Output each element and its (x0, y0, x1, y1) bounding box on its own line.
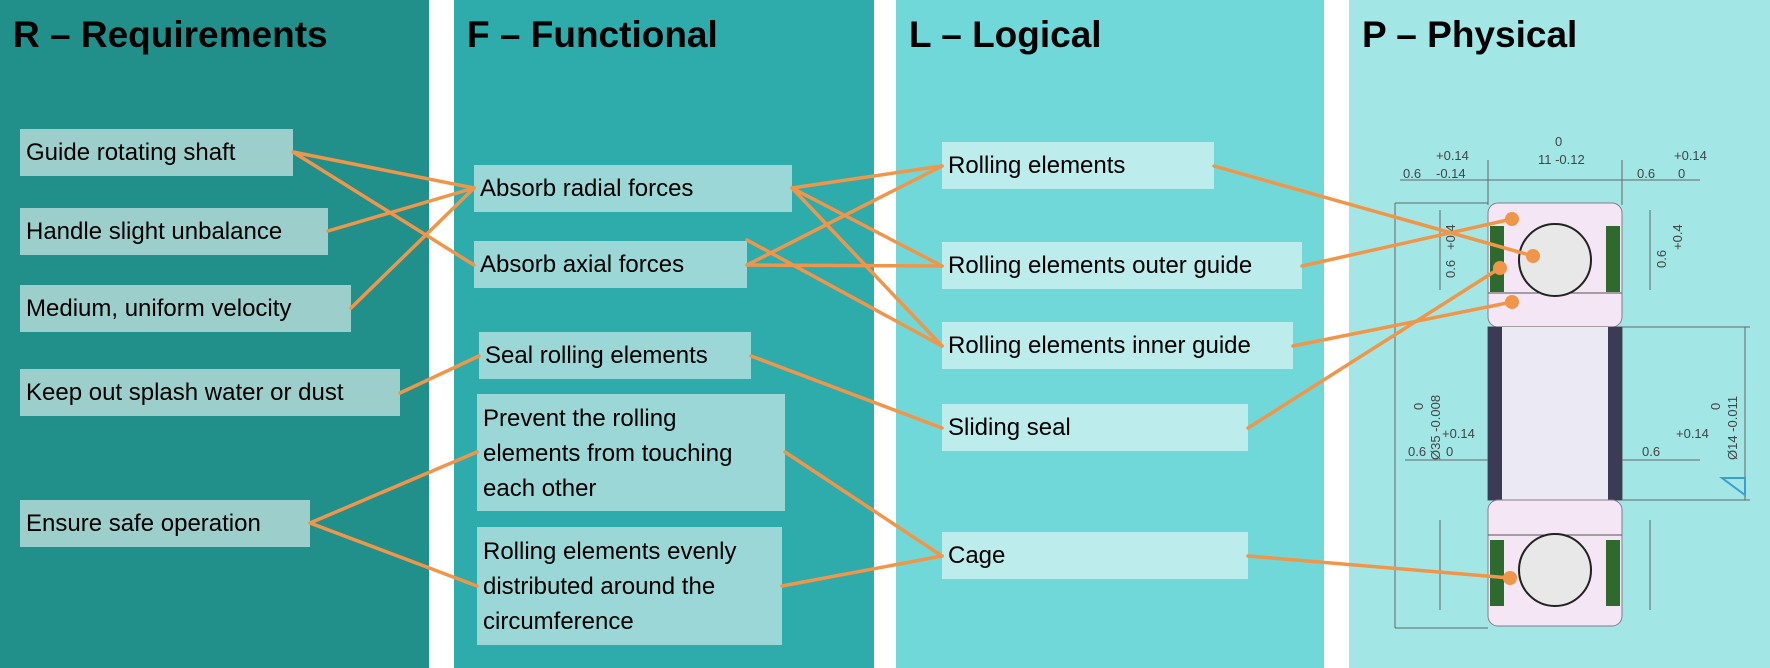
dim-side-b-tol: +0.4 (1670, 224, 1685, 250)
bearing-drawing: 0.6 +0.14 -0.14 0 11 -0.12 0.6 +0.14 0 0… (1394, 134, 1750, 629)
requirements-column: R – Requirements (0, 0, 429, 668)
seal-top-right (1606, 226, 1620, 292)
dim-zero: 0 (1446, 444, 1453, 459)
dim-tol-b-lo: 0 (1678, 166, 1685, 181)
dim-tol-a-hi: +0.14 (1436, 148, 1469, 163)
log-outer-guide: Rolling elements outer guide (942, 242, 1302, 289)
dim-width-zero: 0 (1555, 134, 1562, 149)
func-seal-rolling-elements: Seal rolling elements (479, 332, 751, 379)
functional-title: F – Functional (467, 14, 718, 55)
requirements-title: R – Requirements (13, 14, 328, 55)
func-evenly-distributed: Rolling elements evenly distributed arou… (477, 527, 782, 645)
dim-side-b: 0.6 (1654, 250, 1669, 268)
logical-title: L – Logical (909, 14, 1102, 55)
dim-inner-diam: Ø14 -0.011 (1725, 396, 1740, 460)
dim-top-left: 0.6 (1403, 166, 1421, 181)
dim-side-a: 0.6 (1443, 260, 1458, 278)
req-guide-rotating-shaft: Guide rotating shaft (20, 129, 293, 176)
dim-mid-left: 0.6 (1408, 444, 1426, 459)
dim-mid-left-tol: +0.14 (1442, 426, 1475, 441)
dim-mid-right: 0.6 (1642, 444, 1660, 459)
func-absorb-radial-forces: Absorb radial forces (474, 165, 792, 212)
ball-bottom (1518, 533, 1592, 607)
physical-title: P – Physical (1362, 14, 1578, 55)
seal-top-left (1490, 226, 1504, 292)
func-absorb-axial-forces: Absorb axial forces (474, 241, 747, 288)
ball-top (1518, 223, 1592, 297)
dim-outer-zero: 0 (1411, 403, 1426, 410)
datum-triangle-icon (1718, 477, 1746, 497)
dim-top-right: 0.6 (1637, 166, 1655, 181)
req-keep-out-splash-water: Keep out splash water or dust (20, 369, 400, 416)
dim-tol-b-hi: +0.14 (1674, 148, 1707, 163)
log-cage: Cage (942, 532, 1248, 579)
log-rolling-elements: Rolling elements (942, 142, 1214, 189)
dim-outer-diam: Ø35 -0.008 (1428, 395, 1443, 460)
req-ensure-safe-operation: Ensure safe operation (20, 500, 310, 547)
req-medium-uniform-velocity: Medium, uniform velocity (20, 285, 351, 332)
func-prevent-touching: Prevent the rolling elements from touchi… (477, 394, 785, 511)
seal-bottom-left (1490, 540, 1504, 606)
log-inner-guide: Rolling elements inner guide (942, 322, 1293, 369)
dim-tol-a-lo: -0.14 (1436, 166, 1466, 181)
seal-bottom-right (1606, 540, 1620, 606)
dim-width: 11 -0.12 (1538, 152, 1585, 167)
dim-mid-right-tol: +0.14 (1676, 426, 1709, 441)
log-sliding-seal: Sliding seal (942, 404, 1248, 451)
dim-side-a-tol: +0.4 (1443, 224, 1458, 250)
dim-inner-zero: 0 (1708, 403, 1723, 410)
physical-column: P – Physical (1349, 0, 1770, 668)
req-handle-slight-unbalance: Handle slight unbalance (20, 208, 328, 255)
